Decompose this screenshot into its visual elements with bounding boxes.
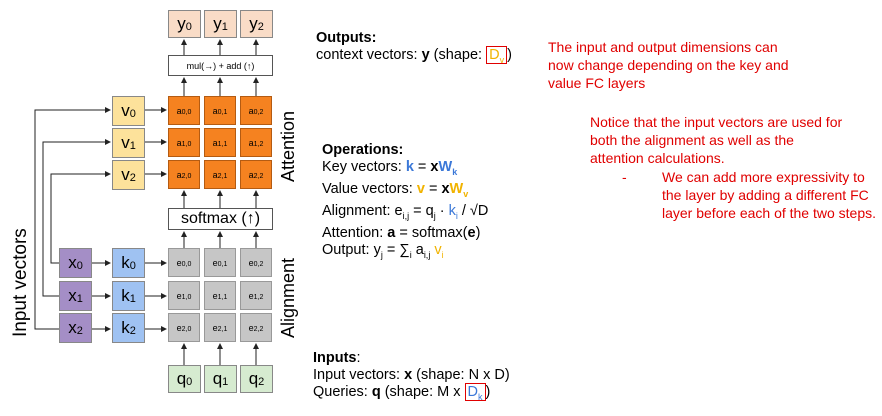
inputs-line1: Input vectors: x (shape: N x D): [313, 367, 510, 383]
outputs-heading: Outputs:: [316, 30, 377, 46]
input-vectors-label: Input vectors: [10, 228, 31, 337]
note-line: layer before each of the two steps.: [662, 205, 877, 221]
note-line: both the alignment as well as the: [590, 132, 794, 148]
note-line: attention calculations.: [590, 150, 725, 166]
attention-label: Attention: [278, 110, 298, 182]
op-output: Output: yj = ∑i ai,j vi: [322, 241, 444, 260]
bullet-dash: -: [622, 169, 627, 185]
note-line: now change depending on the key and: [548, 57, 789, 73]
outputs-section: Outputs: context vectors: y (shape: Dv): [316, 30, 512, 69]
note-expressivity: We can add more expressivity to the laye…: [662, 168, 876, 222]
note-dimensions: The input and output dimensions can now …: [548, 38, 789, 92]
note-line: the layer by adding a different FC: [662, 187, 869, 203]
dk-highlight: Dk: [464, 383, 486, 402]
mul-add-box: mul(→) + add (↑): [168, 55, 273, 76]
note-input-reuse: Notice that the input vectors are used f…: [590, 113, 842, 167]
note-line: We can add more expressivity to: [662, 169, 865, 185]
operations-section: Operations: Key vectors: k = xWk Value v…: [322, 142, 488, 264]
note-line: value FC layers: [548, 75, 646, 91]
outputs-line: context vectors: y (shape: Dv): [316, 46, 512, 65]
operations-heading: Operations:: [322, 142, 404, 158]
inputs-section: Inputs: Input vectors: x (shape: N x D) …: [313, 350, 510, 406]
note-line: Notice that the input vectors are used f…: [590, 114, 843, 130]
alignment-label: Alignment: [278, 257, 298, 338]
inputs-heading: Inputs:: [313, 350, 361, 366]
op-attention: Attention: a = softmax(e): [322, 224, 481, 241]
op-key: Key vectors: k = xWk: [322, 159, 458, 177]
op-alignment: Alignment: ei,j = qj · ki / √D: [322, 202, 489, 221]
dv-highlight: Dv: [486, 46, 508, 65]
softmax-box: softmax (↑): [168, 208, 273, 230]
op-value: Value vectors: v = xWv: [322, 180, 469, 199]
inputs-line2: Queries: q (shape: M x Dk): [313, 383, 491, 402]
note-line: The input and output dimensions can: [548, 39, 778, 55]
